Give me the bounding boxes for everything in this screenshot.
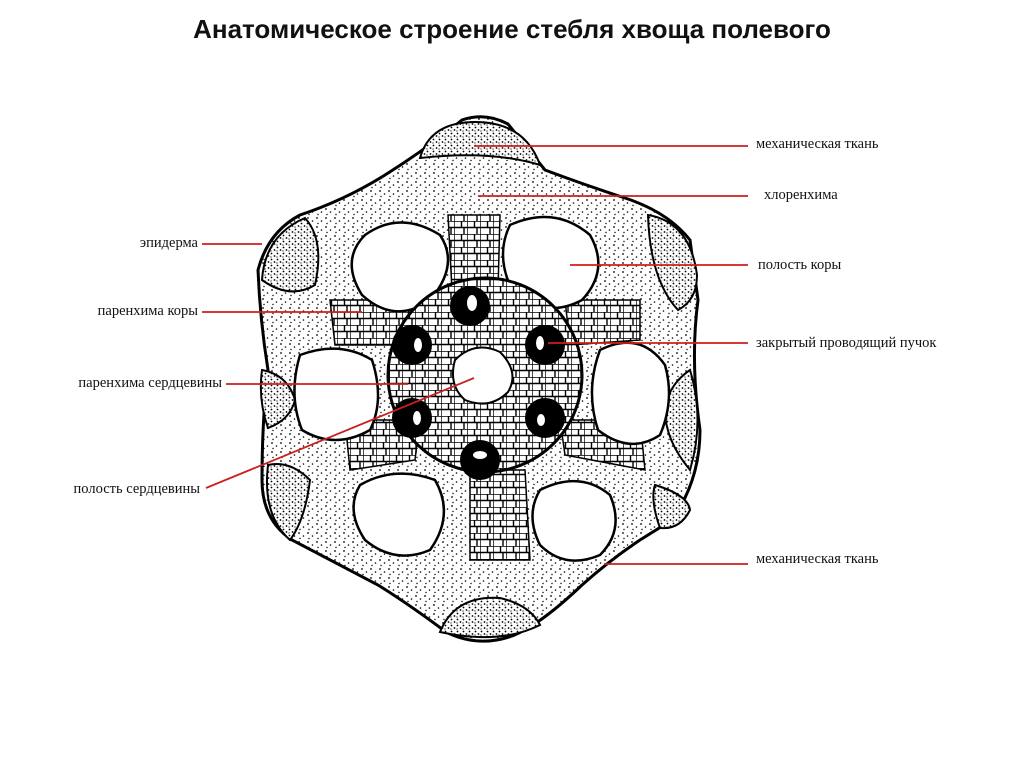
vascular-bundle — [525, 325, 565, 365]
label-mechanical-tissue-bottom: механическая ткань — [756, 551, 879, 567]
cortex-cavities — [293, 215, 671, 562]
pith-cavity-shape — [452, 346, 514, 405]
label-pith-parenchyma: паренхима сердцевины — [78, 375, 222, 391]
vascular-bundle — [392, 398, 432, 438]
vascular-bundle — [525, 398, 565, 438]
label-chlorenchyma: хлоренхима — [764, 187, 838, 203]
label-pith-cavity: полость сердцевины — [73, 481, 200, 497]
pointer-lines — [202, 145, 748, 565]
vascular-bundles — [392, 286, 565, 480]
label-mechanical-tissue-top: механическая ткань — [756, 136, 879, 152]
label-epidermis: эпидерма — [139, 235, 198, 251]
vascular-bundle — [460, 440, 500, 480]
cortex-parenchyma-strands — [329, 214, 646, 561]
label-cortex-parenchyma: паренхима коры — [97, 303, 198, 319]
mechanical-tissue-ribs — [259, 120, 699, 639]
label-cortex-cavity: полость коры — [758, 257, 842, 273]
vascular-bundle — [450, 286, 490, 326]
vascular-bundle — [392, 325, 432, 365]
page-title: Анатомическое строение стебля хвоща поле… — [193, 14, 831, 44]
label-closed-vascular-bundle: закрытый проводящий пучок — [756, 335, 937, 351]
pointer-pith-cavity — [205, 377, 475, 489]
